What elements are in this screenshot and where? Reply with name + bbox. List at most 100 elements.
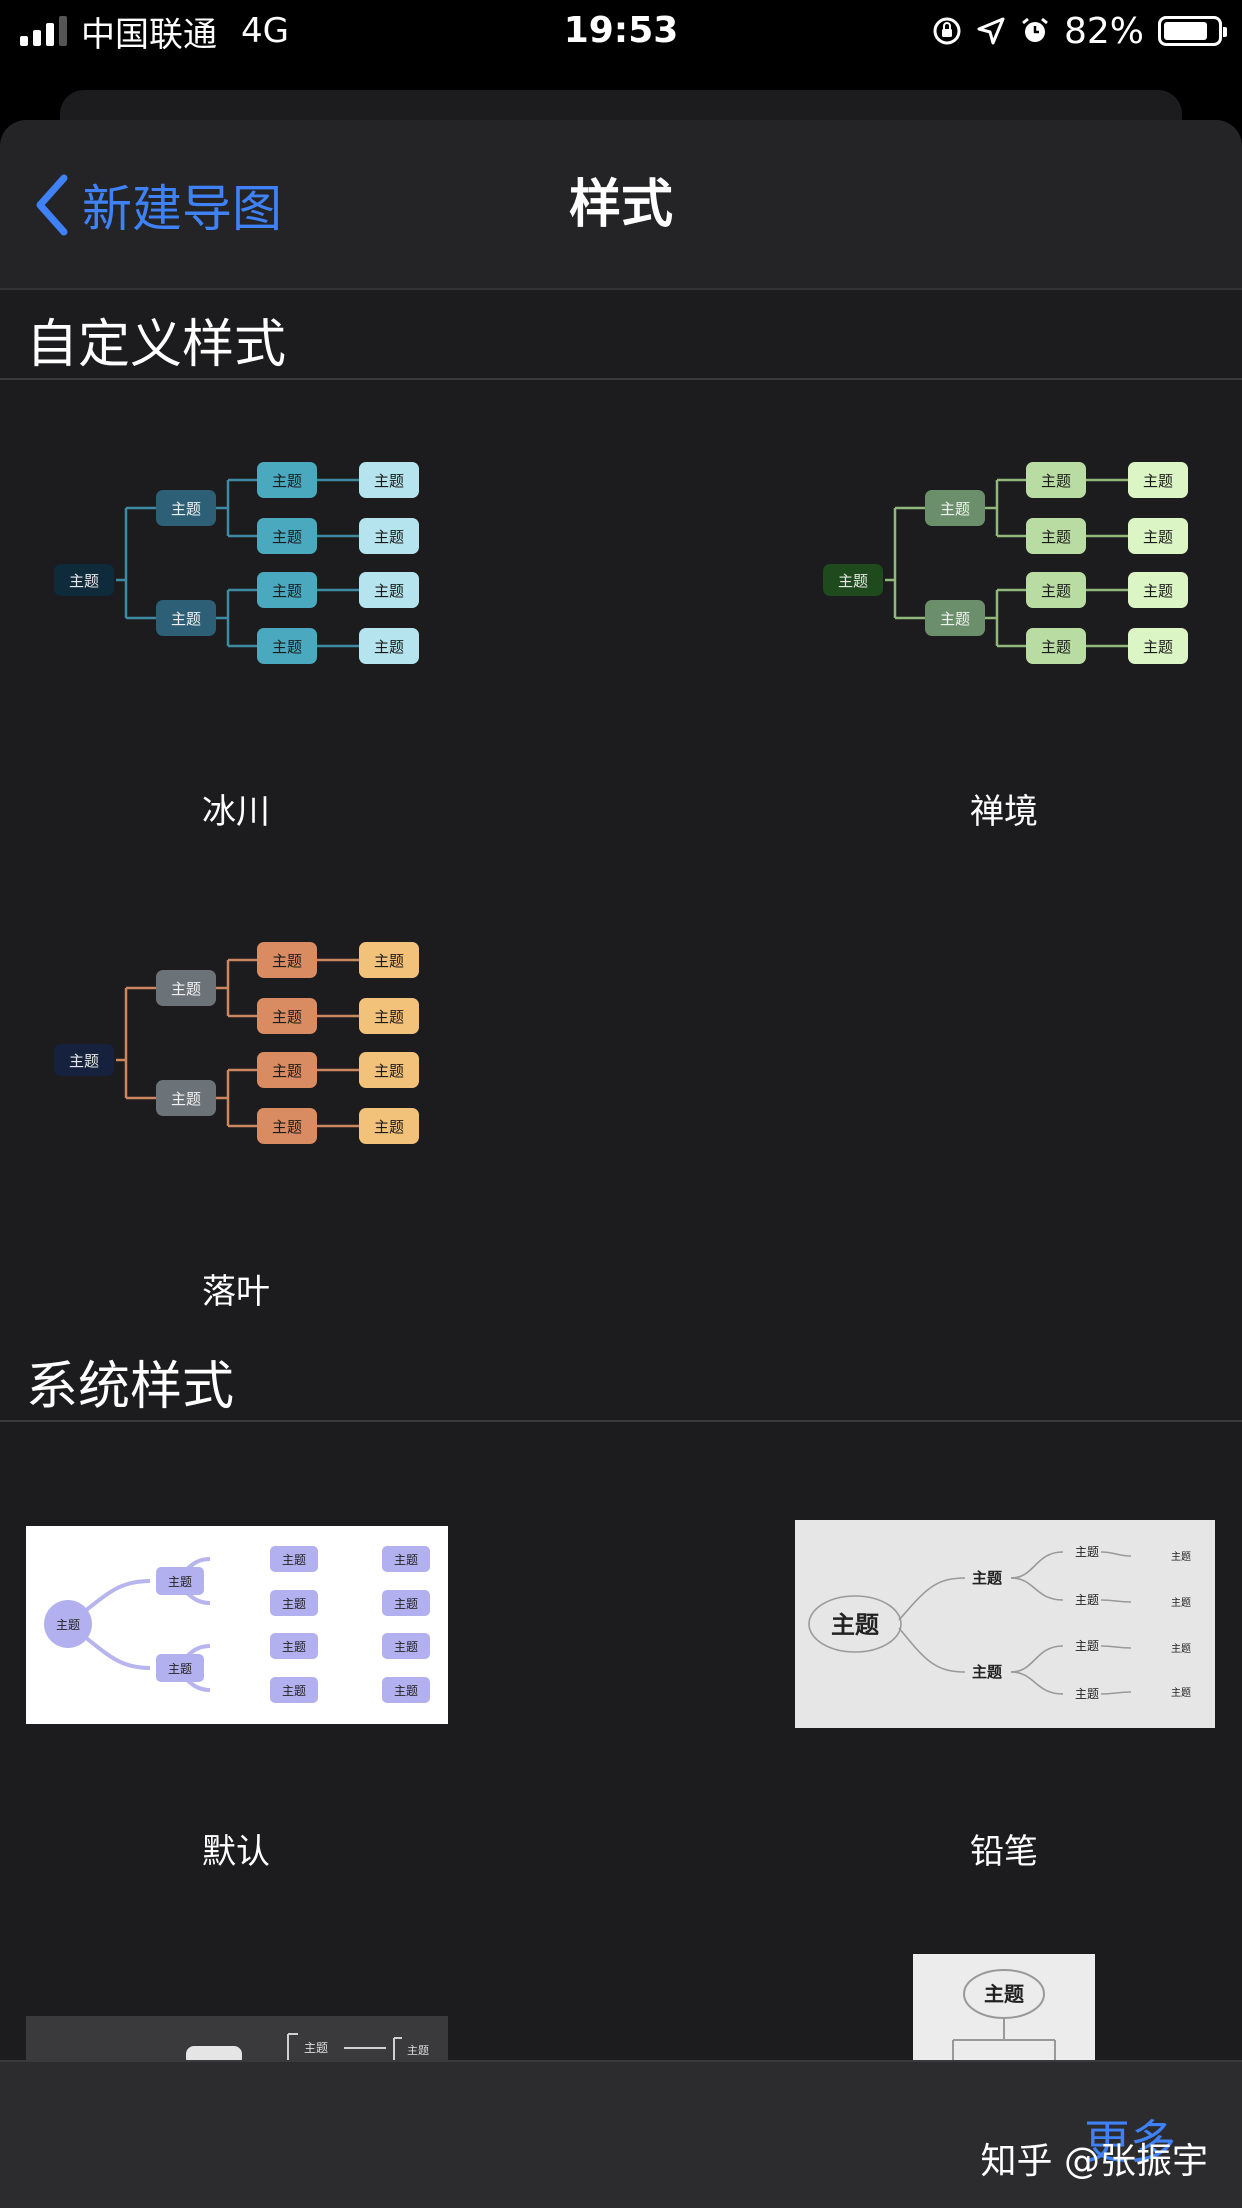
default-node-text: 主题 xyxy=(394,1553,418,1567)
pencil-node-text: 主题 xyxy=(972,1569,1003,1587)
leaf-node xyxy=(1026,518,1086,554)
end-node xyxy=(359,998,419,1034)
branch-node-text: 主题 xyxy=(171,610,201,628)
root-node-text: 主题 xyxy=(69,572,99,590)
leaf-node-text: 主题 xyxy=(272,1118,302,1136)
pencil-node-text: 主题 xyxy=(972,1663,1003,1681)
leaf-node-text: 主题 xyxy=(1041,638,1071,656)
branch-node xyxy=(156,1080,216,1116)
root-node xyxy=(54,1044,114,1076)
pencil-node-text: 主题 xyxy=(1171,1643,1191,1655)
leaf-node-text: 主题 xyxy=(272,1008,302,1026)
more-button[interactable]: 更多 xyxy=(1084,2115,1176,2169)
pencil-node-text: 主题 xyxy=(1075,1687,1099,1701)
end-node xyxy=(359,462,419,498)
end-node xyxy=(1128,462,1188,498)
end-node xyxy=(359,572,419,608)
leaf-node xyxy=(1026,462,1086,498)
watermark: 知乎 @张振宇 xyxy=(980,2141,1208,2182)
status-bar: 中国联通 4G 19:53 82% xyxy=(0,0,1242,62)
leaf-node-text: 主题 xyxy=(272,472,302,490)
dark-node-text: 主题 xyxy=(407,2044,429,2057)
root-node xyxy=(54,564,114,596)
signal-icon xyxy=(20,16,67,46)
end-node xyxy=(359,1052,419,1088)
status-left: 中国联通 4G xyxy=(20,8,289,55)
carrier-name: 中国联通 xyxy=(81,14,217,55)
leaf-node-text: 主题 xyxy=(1041,528,1071,546)
branch-node-text: 主题 xyxy=(940,610,970,628)
pencil-node-text: 主题 xyxy=(1075,1545,1099,1559)
end-node xyxy=(359,518,419,554)
leaf-node-text: 主题 xyxy=(272,1062,302,1080)
style-label-default: 默认 xyxy=(202,1832,270,1872)
leaf-node-text: 主题 xyxy=(272,528,302,546)
root-node-text: 主题 xyxy=(838,572,868,590)
end-node xyxy=(1128,628,1188,664)
section-system-title: 系统样式 xyxy=(26,1357,235,1417)
end-node xyxy=(359,942,419,978)
branch-node-text: 主题 xyxy=(940,500,970,518)
style-thumb-default[interactable]: 主题 主题 主题 主题 主题 主题 主题 主题 主题 主题 主题 xyxy=(26,1526,448,1724)
end-node-text: 主题 xyxy=(374,1062,404,1080)
end-node-text: 主题 xyxy=(374,638,404,656)
default-node-text: 主题 xyxy=(282,1640,306,1654)
default-node-text: 主题 xyxy=(394,1684,418,1698)
clock: 19:53 xyxy=(563,10,679,51)
leaf-node xyxy=(257,1108,317,1144)
end-node-text: 主题 xyxy=(374,1008,404,1026)
battery-icon xyxy=(1158,16,1227,46)
leaf-node xyxy=(257,572,317,608)
leaf-node-text: 主题 xyxy=(1041,582,1071,600)
pencil-node-text: 主题 xyxy=(1171,1551,1191,1563)
end-node-text: 主题 xyxy=(374,952,404,970)
end-node-text: 主题 xyxy=(374,1118,404,1136)
end-node-text: 主题 xyxy=(1143,472,1173,490)
leaf-node xyxy=(1026,628,1086,664)
branch-node xyxy=(925,600,985,636)
style-thumb-pencil[interactable]: 主题 主题 主题 主题 主题 主题 主题 主题 主题 主题 主题 xyxy=(795,1520,1215,1728)
style-sheet: 新建导图 样式 自定义样式 主题主题主题主题主题主题主题主题主题主题主题 冰川 … xyxy=(0,120,1242,2208)
branch-node-text: 主题 xyxy=(171,1090,201,1108)
default-node-text: 主题 xyxy=(282,1684,306,1698)
leaf-node-text: 主题 xyxy=(1041,472,1071,490)
default-node-text: 主题 xyxy=(394,1597,418,1611)
end-node xyxy=(359,628,419,664)
style-thumb-outline-partial[interactable]: 主题 xyxy=(913,1954,1095,2060)
end-node-text: 主题 xyxy=(1143,582,1173,600)
pencil-node-text: 主题 xyxy=(1075,1639,1099,1653)
root-node xyxy=(823,564,883,596)
pencil-root-text: 主题 xyxy=(831,1611,879,1639)
status-right: 82% xyxy=(932,8,1227,54)
pencil-node-text: 主题 xyxy=(1171,1597,1191,1609)
branch-node-text: 主题 xyxy=(171,500,201,518)
pencil-node-text: 主题 xyxy=(1075,1593,1099,1607)
end-node-text: 主题 xyxy=(1143,638,1173,656)
default-node-text: 主题 xyxy=(168,1662,192,1676)
style-thumb-dark-partial[interactable]: 主题 主题 xyxy=(26,2016,448,2060)
style-label-zen: 禅境 xyxy=(970,792,1038,832)
bottom-toolbar: 更多 知乎 @张振宇 xyxy=(0,2060,1242,2208)
outline-root-text: 主题 xyxy=(984,1982,1025,2006)
root-node-text: 主题 xyxy=(69,1052,99,1070)
nav-bar: 新建导图 样式 xyxy=(0,120,1242,290)
style-label-fallen-leaves: 落叶 xyxy=(202,1272,270,1312)
back-button[interactable]: 新建导图 xyxy=(34,170,282,240)
default-root-text: 主题 xyxy=(56,1618,80,1632)
branch-node xyxy=(156,970,216,1006)
location-icon xyxy=(976,16,1006,46)
branch-node-text: 主题 xyxy=(171,980,201,998)
chevron-left-icon xyxy=(36,174,68,236)
alarm-icon xyxy=(1020,16,1050,46)
leaf-node-text: 主题 xyxy=(272,952,302,970)
leaf-node xyxy=(257,1052,317,1088)
pencil-node-text: 主题 xyxy=(1171,1687,1191,1699)
leaf-node-text: 主题 xyxy=(272,638,302,656)
branch-node xyxy=(156,490,216,526)
end-node xyxy=(1128,518,1188,554)
section-custom-header: 自定义样式 xyxy=(0,288,1242,380)
end-node-text: 主题 xyxy=(374,528,404,546)
